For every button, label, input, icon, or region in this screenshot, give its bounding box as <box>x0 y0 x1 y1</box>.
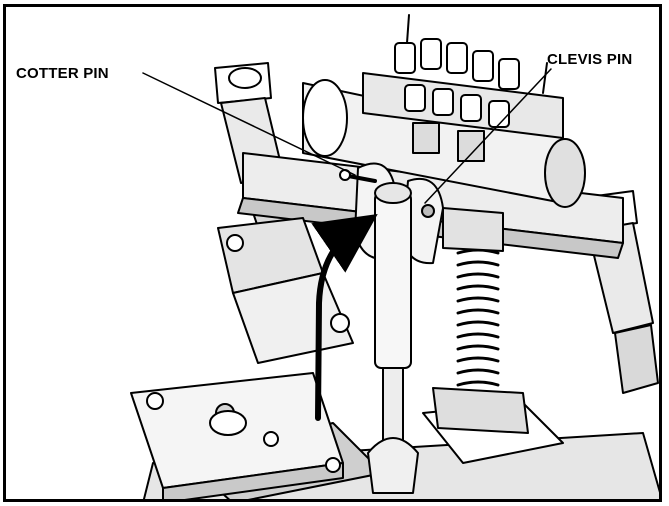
direction-arrow <box>311 213 378 421</box>
spring-mount <box>432 207 529 434</box>
left-linkage <box>217 217 354 364</box>
cotter-pin-label: COTTER PIN <box>16 65 109 82</box>
front-bracket <box>130 372 344 499</box>
vertical-cylinder <box>367 182 419 494</box>
cotter-pin-leader <box>142 72 356 176</box>
mechanical-illustration <box>130 14 659 499</box>
clevis-pin-label: CLEVIS PIN <box>547 51 633 68</box>
spring-assembly <box>456 248 500 387</box>
leader-lines <box>142 68 552 204</box>
cotter-pin <box>339 169 377 183</box>
figure-frame: COTTER PIN CLEVIS PIN <box>3 4 662 502</box>
valve-block <box>362 14 564 162</box>
clevis-pin-leader <box>424 68 552 204</box>
